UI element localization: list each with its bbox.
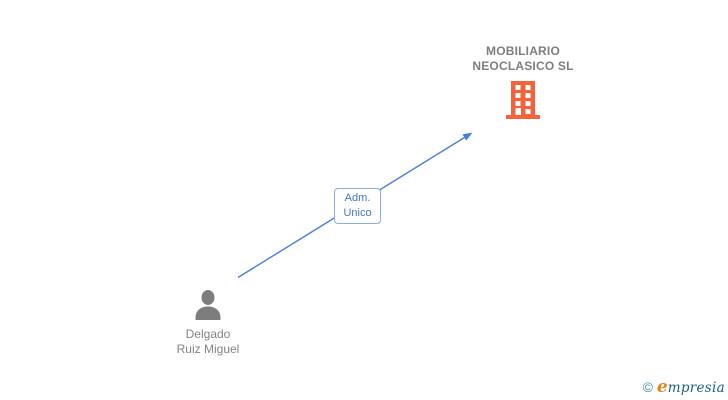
relationship-label-line1: Adm.: [344, 192, 371, 204]
company-node[interactable]: MOBILIARIO NEOCLASICO SL: [428, 44, 618, 119]
person-name-line2: Ruiz Miguel: [176, 342, 240, 356]
relationship-label[interactable]: Adm. Unico: [334, 188, 381, 224]
person-name-line1: Delgado: [185, 327, 231, 341]
person-name: Delgado Ruiz Miguel: [133, 327, 283, 357]
brand-logo-text: mpresia: [667, 380, 725, 396]
person-node[interactable]: Delgado Ruiz Miguel: [133, 290, 283, 357]
building-windows: [515, 85, 531, 115]
brand-logo-initial: e: [656, 377, 668, 397]
person-icon: [195, 290, 221, 320]
company-name-line2: NEOCLASICO SL: [472, 59, 574, 73]
company-name-line1: MOBILIARIO: [486, 44, 560, 58]
brand-logo[interactable]: © e mpresia: [643, 377, 725, 397]
company-name: MOBILIARIO NEOCLASICO SL: [428, 44, 618, 74]
person-icon-wrap: [133, 290, 283, 320]
company-icon-wrap: [428, 81, 618, 119]
relationship-label-line2: Unico: [343, 207, 372, 219]
relationship-arrowhead: [462, 132, 473, 141]
building-icon: [506, 81, 540, 119]
copyright-icon: ©: [642, 379, 653, 395]
